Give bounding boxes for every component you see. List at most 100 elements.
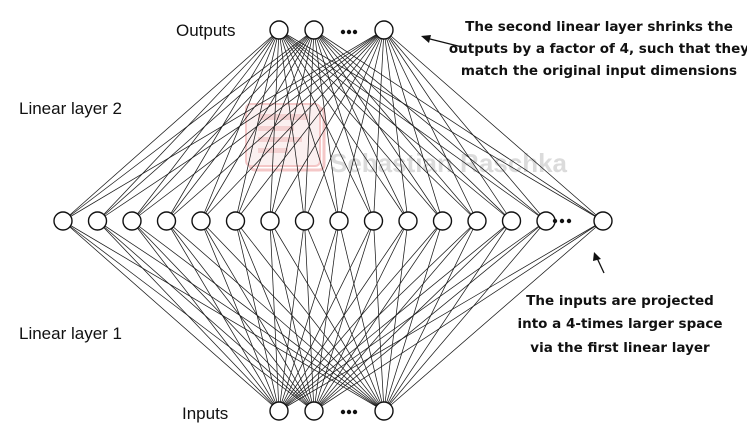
edge-layer-2 [62,29,280,222]
edge-layer-1 [278,220,512,412]
edge-layer-1 [304,220,385,412]
hidden-node [501,211,522,231]
edge-layer-2 [278,29,443,222]
hidden-node [432,211,453,231]
annotation-top: The second linear layer shrinks the outp… [421,19,747,79]
edge-layer-2 [97,29,385,222]
edge-layer-2 [278,29,547,222]
edge-layer-2 [235,29,280,222]
edge-layer-2 [278,29,340,222]
hidden-node [53,211,73,231]
edge-layer-2 [304,29,385,222]
edge-layer-1 [278,220,443,412]
output-node [374,20,394,40]
edge-layer-2 [383,29,409,222]
edge-layer-2 [383,29,547,222]
output-node [269,20,289,40]
edge-layer-1 [269,220,280,412]
annotation-bottom-arrow [596,257,605,274]
edge-layer-2 [235,29,385,222]
edge-layer-1 [278,220,547,412]
input-node [304,401,324,421]
input-node [269,401,289,421]
edge-layer-1 [235,220,280,412]
edge-layer-2 [200,29,280,222]
edge-layer-2 [278,29,409,222]
edge-layer-2 [131,29,280,222]
annotation-top-line-1: The second linear layer shrinks the [465,19,733,35]
edge-layer-2 [278,29,478,222]
edge-layer-2 [383,29,512,222]
edge-layer-2 [313,29,604,222]
edge-layer-1 [278,220,604,412]
hidden-node [398,211,418,231]
edge-layer-1 [97,220,280,412]
hidden-node [329,211,349,231]
edge-layer-1 [97,220,385,412]
edge-layer-1 [235,220,385,412]
linear-layer-2-label: Linear layer 2 [19,99,122,118]
annotation-top-line-3: match the original input dimensions [461,63,737,79]
edge-layer-2 [269,29,280,222]
edge-layer-2 [166,29,385,222]
edge-layer-1 [278,220,374,412]
hidden-node [467,211,487,231]
edge-layer-1 [200,220,385,412]
hidden-node [363,211,384,231]
hidden-node [225,211,246,231]
hidden-node [294,211,315,231]
edge-layer-2 [166,29,280,222]
edge-layer-1 [278,220,409,412]
ellipsis-hidden [552,218,572,224]
ellipsis-inputs [340,409,358,415]
nodes [53,20,613,421]
annotation-top-arrow [425,37,463,48]
annotation-bottom-line-2: into a 4-times larger space [517,316,722,332]
hidden-node [536,211,556,231]
edge-layer-1 [62,220,280,412]
edge-layer-2 [313,29,547,222]
edge-layer-1 [383,220,409,412]
edge-layer-1 [383,220,604,412]
edge-layer-1 [200,220,280,412]
edge-layer-1 [383,220,547,412]
hidden-node [122,211,142,231]
edge-layer-2 [373,29,385,222]
edge-layer-1 [338,220,385,412]
edge-layer-2 [269,29,385,222]
annotation-bottom-line-3: via the first linear layer [530,340,710,356]
hidden-node [593,211,613,231]
hidden-node [156,211,177,231]
hidden-node [87,211,108,231]
edge-layer-1 [373,220,385,412]
inputs-label: Inputs [182,404,228,423]
edge-layer-1 [166,220,280,412]
edge-layer-2 [278,29,512,222]
edge-layer-1 [383,220,512,412]
annotation-bottom: The inputs are projected into a 4-times … [517,252,723,356]
edge-layer-2 [278,29,604,222]
input-node [374,401,394,421]
edge-layer-1 [166,220,385,412]
edge-layer-2 [278,29,305,222]
edge-layer-1 [131,220,385,412]
output-node [304,20,324,40]
edge-layer-1 [131,220,280,412]
edge-layer-2 [97,29,280,222]
edge-layer-1 [278,220,305,412]
edge-layer-2 [383,29,604,222]
annotation-bottom-arrowhead [593,252,601,261]
edges [62,29,604,412]
annotation-bottom-line-1: The inputs are projected [526,293,714,309]
linear-layer-1-label: Linear layer 1 [19,324,122,343]
ellipsis-outputs [340,29,358,35]
hidden-node [191,211,211,231]
hidden-node [260,211,280,231]
edge-layer-2 [278,29,374,222]
outputs-label: Outputs [176,21,236,40]
edge-layer-2 [200,29,385,222]
edge-layer-1 [313,220,547,412]
edge-layer-2 [338,29,385,222]
edge-layer-1 [278,220,478,412]
